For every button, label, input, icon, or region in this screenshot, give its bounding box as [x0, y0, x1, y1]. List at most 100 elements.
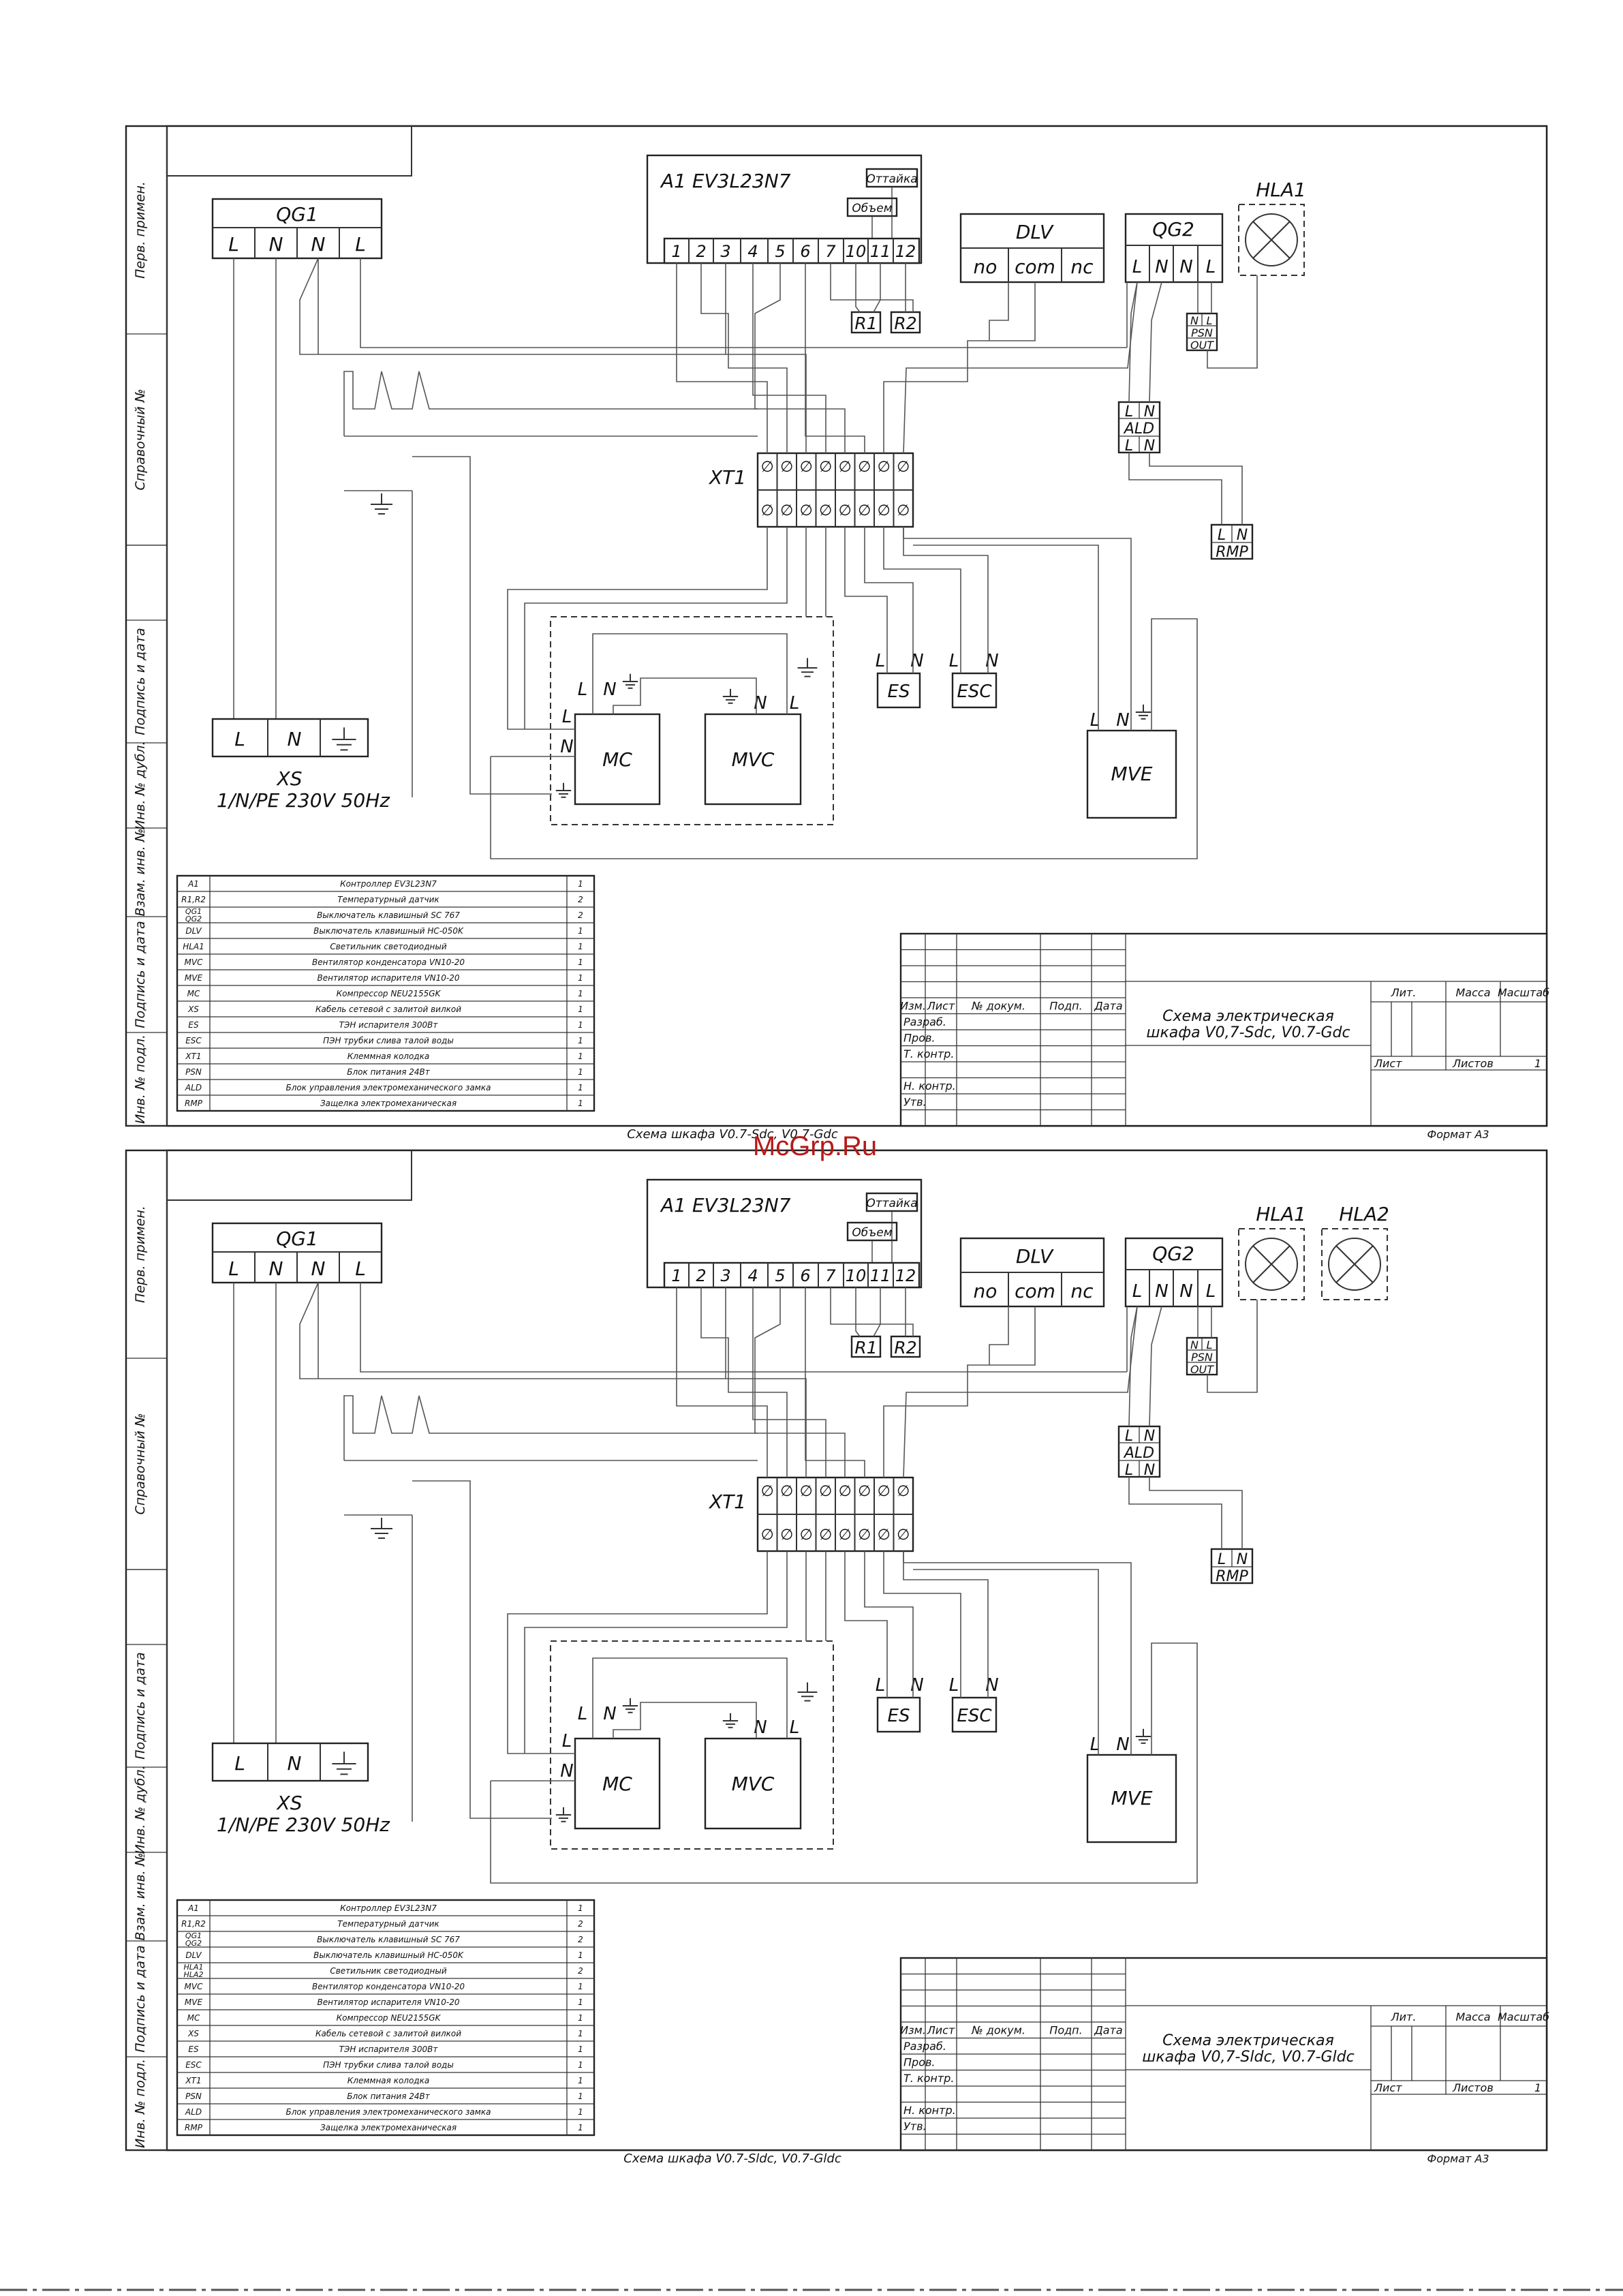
mc-label: MC — [602, 748, 632, 771]
xt1-terminal: ∅ — [858, 1483, 871, 1500]
parts-qty: 1 — [578, 2123, 583, 2132]
dlv-pin: no — [974, 1280, 998, 1302]
stamp-col-label: № докум. — [971, 2024, 1025, 2037]
es-label: ES — [888, 682, 910, 702]
es-pin: L — [876, 1675, 886, 1696]
psn-pin: OUT — [1190, 339, 1214, 352]
ald-pin: N — [1144, 1462, 1155, 1479]
sensor-wire — [855, 1287, 861, 1337]
stamp-mass: Масса — [1455, 2010, 1490, 2023]
xt1-terminal: ∅ — [858, 459, 871, 476]
qg1-pin: N — [269, 1257, 283, 1280]
controller-volume-label: Объем — [852, 1226, 892, 1240]
qg1-pin: N — [311, 233, 326, 256]
stamp-row-label: Н. контр. — [903, 2104, 956, 2117]
controller-terminal: 12 — [895, 1266, 916, 1285]
xt1-terminal: ∅ — [761, 1527, 774, 1544]
parts-ref: QG1 — [185, 907, 202, 916]
parts-qty: 2 — [578, 1966, 583, 1976]
side-label: Подпись и дата — [133, 1945, 148, 2052]
wire — [913, 1569, 1099, 1755]
sensor-r1-label: R1 — [854, 313, 877, 333]
wire — [883, 527, 961, 673]
xt1-terminal: ∅ — [819, 502, 832, 519]
qg2-pin: L — [1206, 1281, 1216, 1302]
parts-qty: 1 — [578, 958, 583, 967]
dlv-label: DLV — [1016, 1245, 1054, 1268]
sensor-r2-label: R2 — [894, 1338, 916, 1358]
psn-wire — [1207, 275, 1258, 369]
wire — [613, 677, 757, 714]
stamp-col-label: Изм. — [900, 1000, 926, 1013]
xt1-terminal: ∅ — [878, 502, 891, 519]
mve-pin: L — [1090, 1734, 1100, 1755]
xt1-terminal: ∅ — [897, 1483, 910, 1500]
side-label: Подпись и дата — [133, 628, 148, 735]
qg2-pin: L — [1132, 257, 1143, 277]
mvc-pin: N — [754, 693, 767, 714]
controller-terminal: 2 — [696, 1266, 706, 1285]
parts-desc: Блок питания 24Вт — [347, 1067, 430, 1077]
controller-terminal: 5 — [775, 1266, 785, 1285]
parts-qty: 2 — [578, 1935, 583, 1944]
xt1-terminal: ∅ — [800, 1483, 813, 1500]
qg2-label: QG2 — [1152, 218, 1194, 241]
stamp-sheets-count: 1 — [1534, 2081, 1541, 2094]
xs-spec: 1/N/PE 230V 50Hz — [217, 1813, 390, 1836]
parts-qty: 1 — [578, 2045, 583, 2054]
stamp-sheet: Лист — [1374, 1057, 1402, 1070]
mvc-pin: N — [754, 1717, 767, 1738]
controller-terminal-strip — [663, 1261, 921, 1289]
lamp-icon — [1252, 221, 1290, 259]
parts-ref: QG2 — [185, 915, 202, 923]
parts-ref: MVE — [185, 1997, 203, 2007]
parts-qty: 1 — [578, 879, 583, 889]
controller-volume-label: Объем — [852, 202, 892, 215]
stamp-row-label: Утв. — [903, 2120, 927, 2133]
side-label: Взам. инв. № — [133, 828, 148, 916]
stamp-row-label: Т. контр. — [903, 1047, 954, 1060]
parts-desc: Температурный датчик — [337, 895, 439, 904]
wire — [754, 263, 846, 453]
parts-desc: Защелка электромеханическая — [320, 1099, 457, 1108]
xt1-terminal: ∅ — [897, 459, 910, 476]
wire — [864, 527, 914, 673]
parts-desc: Вентилятор испарителя VN10-20 — [317, 1997, 459, 2007]
wire — [1151, 1642, 1198, 1755]
side-label: Перв. примен. — [133, 181, 148, 279]
wire — [725, 1287, 807, 1478]
wire — [752, 1287, 826, 1478]
wire — [360, 1283, 1127, 1373]
ald-pin: L — [1125, 1462, 1133, 1479]
wire — [805, 1287, 865, 1478]
parts-qty: 1 — [578, 942, 583, 951]
wire — [752, 263, 826, 453]
parts-ref: PSN — [185, 2092, 202, 2101]
ald-pin: N — [1144, 403, 1155, 420]
ald-pin: L — [1125, 438, 1133, 455]
wire — [676, 1287, 768, 1478]
xs-spec: 1/N/PE 230V 50Hz — [217, 789, 390, 812]
stamp-row-label: Утв. — [903, 1096, 927, 1109]
parts-qty: 1 — [578, 1997, 583, 2007]
stamp-col-label: Дата — [1094, 1000, 1122, 1013]
wire — [805, 263, 865, 453]
parts-qty: 1 — [578, 2013, 583, 2023]
lamp-label: HLA2 — [1339, 1203, 1389, 1225]
qg2-label: QG2 — [1152, 1242, 1194, 1265]
wire — [412, 1480, 552, 1819]
side-label: Инв. № дубл. — [133, 741, 148, 830]
qg1-pin: N — [269, 233, 283, 256]
xt1-terminal: ∅ — [819, 1483, 832, 1500]
psn-pin: N — [1190, 1338, 1199, 1351]
xt1-terminal: ∅ — [878, 1483, 891, 1500]
lamp-icon — [1335, 1245, 1374, 1283]
parts-ref: RMP — [185, 2123, 203, 2132]
parts-ref: QG2 — [185, 1939, 202, 1948]
esc-pin: N — [985, 651, 998, 671]
ald-pin: L — [1125, 403, 1133, 420]
stamp-col-label: Подп. — [1049, 1000, 1082, 1013]
psn-pin: L — [1207, 1338, 1213, 1351]
controller-label: A1 EV3L23N7 — [660, 170, 791, 192]
